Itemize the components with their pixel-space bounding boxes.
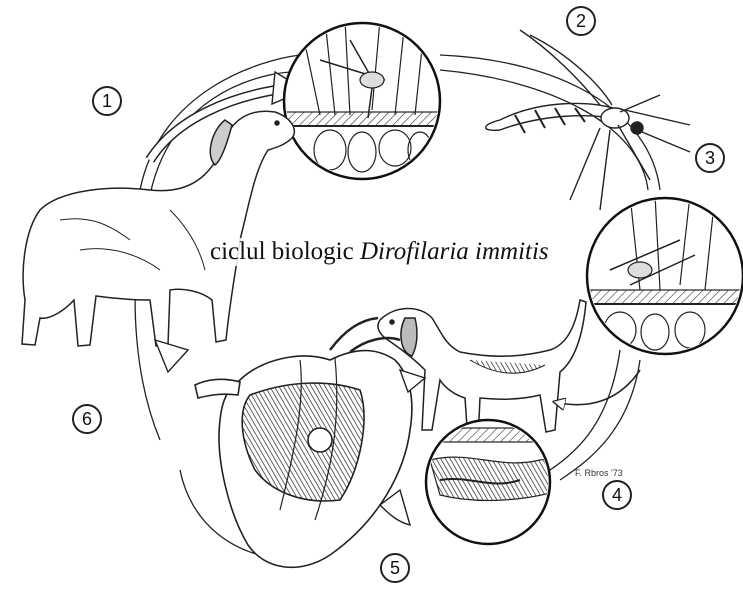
- step-4-marker: 4: [602, 480, 632, 510]
- step-6-label: 6: [82, 409, 92, 429]
- artist-signature: F. Rbros '73: [575, 468, 623, 478]
- title-prefix: ciclul biologic: [210, 238, 360, 265]
- step-6-marker: 6: [72, 404, 102, 434]
- step-5-label: 5: [390, 558, 400, 578]
- step-1-marker: 1: [92, 86, 122, 116]
- step-3-label: 3: [705, 148, 715, 168]
- cycle-arrow-icon: [555, 370, 640, 405]
- step-5-marker: 5: [380, 553, 410, 583]
- magnified-skin-icon: [420, 420, 564, 544]
- step-4-label: 4: [612, 485, 622, 505]
- step-3-marker: 3: [695, 143, 725, 173]
- magnified-skin-icon: [280, 20, 450, 179]
- species-name: Dirofilaria immitis: [360, 238, 549, 265]
- step-2-label: 2: [576, 11, 586, 31]
- heart-icon: [195, 318, 412, 567]
- diagram-title: ciclul biologic Dirofilaria immitis: [210, 238, 549, 266]
- step-1-label: 1: [102, 91, 112, 111]
- magnified-skin-icon: [580, 195, 743, 354]
- step-2-marker: 2: [566, 6, 596, 36]
